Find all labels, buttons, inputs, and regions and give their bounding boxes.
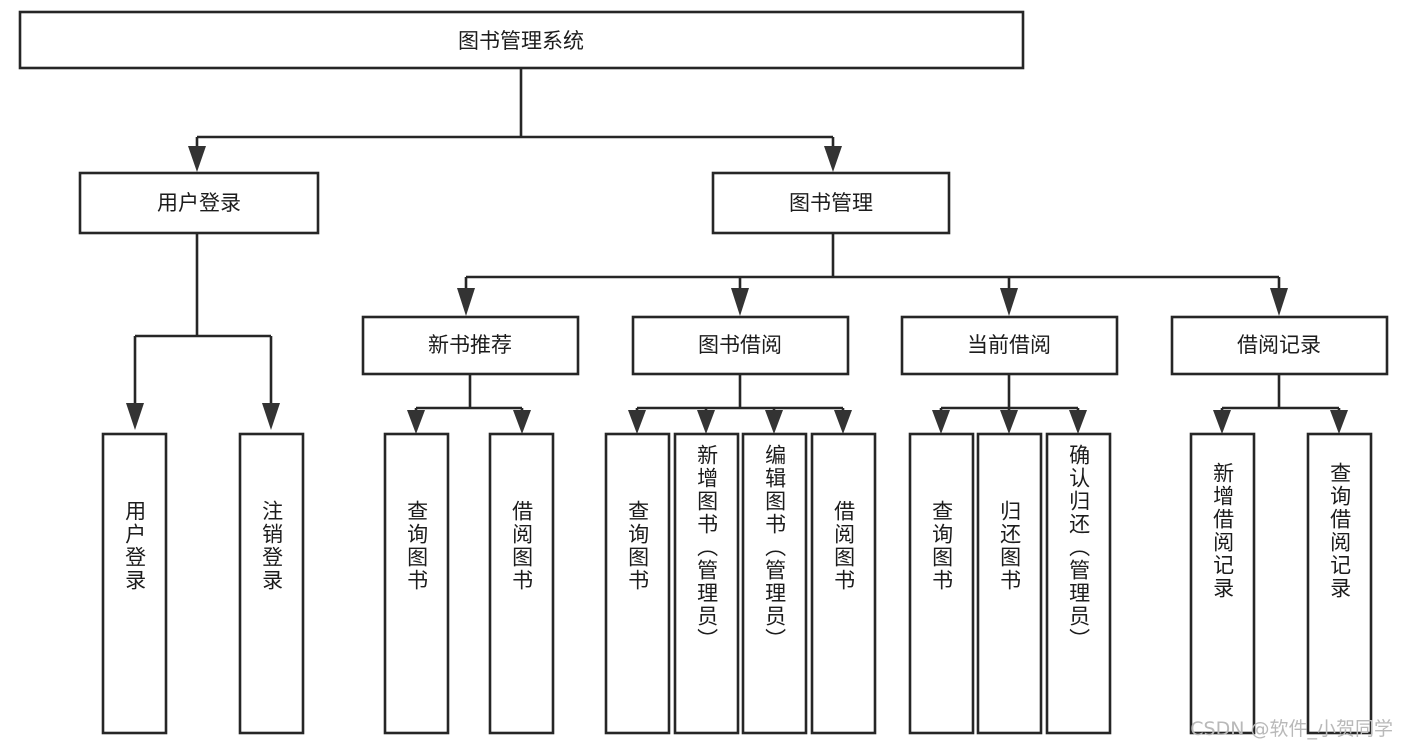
- node-box-leaf-user-login[interactable]: [101, 432, 168, 735]
- node-box-leaf-add-book[interactable]: [673, 432, 740, 735]
- arrow-head-user-login-leaf-1: [126, 403, 144, 430]
- connector-group-records: [1213, 374, 1348, 434]
- node-box-leaf-return-book[interactable]: [976, 432, 1043, 735]
- connector-group-new-books: [407, 374, 531, 434]
- node-box-leaf-borrow-book-b[interactable]: [810, 432, 877, 735]
- node-box-leaf-logout[interactable]: [238, 432, 305, 735]
- arrow-head-book-mgmt-borrow: [731, 288, 749, 316]
- node-box-leaf-query-book-a[interactable]: [383, 432, 450, 735]
- arrow-head-book-mgmt-records: [1270, 288, 1288, 316]
- connector-group-root: [188, 68, 842, 172]
- arrow-head-root-to-user-login: [188, 146, 206, 172]
- node-label-root: 图书管理系统: [458, 29, 584, 53]
- node-box-leaf-query-book-c[interactable]: [908, 432, 975, 735]
- arrow-head-new-books-leaf-1: [407, 410, 425, 434]
- arrow-head-records-leaf-1: [1213, 410, 1231, 434]
- node-box-leaf-edit-book[interactable]: [741, 432, 808, 735]
- node-label-current: 当前借阅: [967, 333, 1051, 357]
- connector-group-book-mgmt: [457, 233, 1288, 316]
- arrow-head-root-to-book-mgmt: [824, 146, 842, 172]
- node-box-records[interactable]: [1170, 315, 1389, 376]
- node-box-current[interactable]: [900, 315, 1119, 376]
- arrow-head-borrow-leaf-4: [834, 410, 852, 434]
- arrow-head-current-leaf-3: [1069, 410, 1087, 434]
- arrow-head-user-login-leaf-2: [262, 403, 280, 430]
- node-box-leaf-query-record[interactable]: [1306, 432, 1373, 735]
- node-label-borrow: 图书借阅: [698, 333, 782, 357]
- node-label-user-login: 用户登录: [157, 191, 241, 215]
- arrow-head-borrow-leaf-3: [765, 410, 783, 434]
- connector-group-borrow: [628, 374, 852, 434]
- arrow-head-new-books-leaf-2: [513, 410, 531, 434]
- connector-group-user-login: [126, 233, 280, 430]
- node-box-borrow[interactable]: [631, 315, 850, 376]
- node-box-root[interactable]: [18, 10, 1025, 70]
- node-box-user-login[interactable]: [78, 171, 320, 235]
- node-label-new-books: 新书推荐: [428, 333, 512, 357]
- arrow-head-book-mgmt-new-books: [457, 288, 475, 316]
- node-label-book-mgmt: 图书管理: [789, 191, 873, 215]
- node-box-leaf-add-record[interactable]: [1189, 432, 1256, 735]
- node-box-leaf-confirm-return[interactable]: [1045, 432, 1112, 735]
- node-box-leaf-query-book-b[interactable]: [604, 432, 671, 735]
- arrow-head-borrow-leaf-2: [697, 410, 715, 434]
- node-box-new-books[interactable]: [361, 315, 580, 376]
- arrow-head-records-leaf-2: [1330, 410, 1348, 434]
- arrow-head-current-leaf-2: [1000, 410, 1018, 434]
- node-box-book-mgmt[interactable]: [711, 171, 951, 235]
- arrow-head-book-mgmt-current: [1000, 288, 1018, 316]
- node-box-leaf-borrow-book-a[interactable]: [488, 432, 555, 735]
- node-label-records: 借阅记录: [1237, 333, 1321, 357]
- arrow-head-borrow-leaf-1: [628, 410, 646, 434]
- arrow-head-current-leaf-1: [932, 410, 950, 434]
- connector-group-current: [932, 374, 1087, 434]
